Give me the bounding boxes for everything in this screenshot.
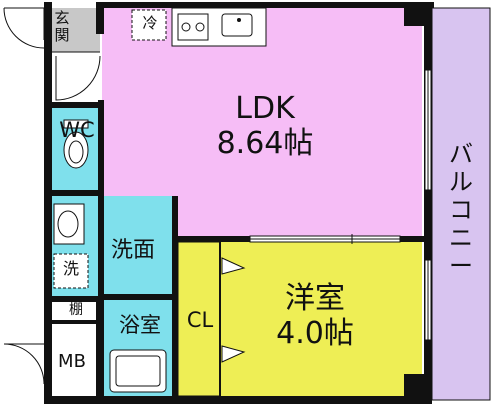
entrance-area bbox=[48, 8, 100, 52]
column-bottom-right bbox=[404, 374, 424, 396]
shelf-label: 棚 bbox=[69, 302, 83, 318]
fridge-label: 冷 bbox=[142, 14, 158, 32]
western-room-area-text: 4.0帖 bbox=[276, 315, 354, 351]
column-top-right bbox=[404, 8, 424, 26]
outer-wall-top-left bbox=[96, 2, 104, 34]
toilet-label: WC bbox=[59, 118, 95, 142]
outer-wall-top bbox=[104, 2, 434, 8]
balcony-area bbox=[431, 7, 491, 401]
outer-wall-right bbox=[424, 2, 432, 404]
entrance-label: 玄関 bbox=[54, 9, 70, 44]
washroom-label: 洗面 bbox=[110, 238, 155, 263]
toilet-bowl-icon bbox=[63, 131, 89, 169]
washer-label: 洗 bbox=[62, 259, 79, 278]
outer-wall-bottom bbox=[44, 396, 432, 404]
ldk-label: LDK 8.64帖 bbox=[190, 91, 340, 161]
bathtub bbox=[109, 349, 167, 393]
balcony-label: バルコニー bbox=[449, 140, 473, 280]
ldk-name: LDK bbox=[235, 91, 295, 126]
outer-wall-left bbox=[44, 2, 52, 404]
toilet-tank bbox=[63, 119, 89, 129]
fridge-space bbox=[131, 9, 167, 41]
western-room-name: 洋室 bbox=[285, 281, 345, 316]
stove-icon bbox=[177, 13, 209, 41]
closet-label: CL bbox=[186, 308, 214, 332]
sink-icon bbox=[221, 13, 253, 37]
western-room-label: 洋室 4.0帖 bbox=[255, 281, 375, 351]
closet-area bbox=[177, 241, 221, 397]
meter-box-label: MB bbox=[58, 351, 86, 372]
washer-space bbox=[53, 253, 89, 289]
ldk-area-text: 8.64帖 bbox=[216, 125, 314, 161]
bathroom-label: 浴室 bbox=[119, 313, 161, 337]
